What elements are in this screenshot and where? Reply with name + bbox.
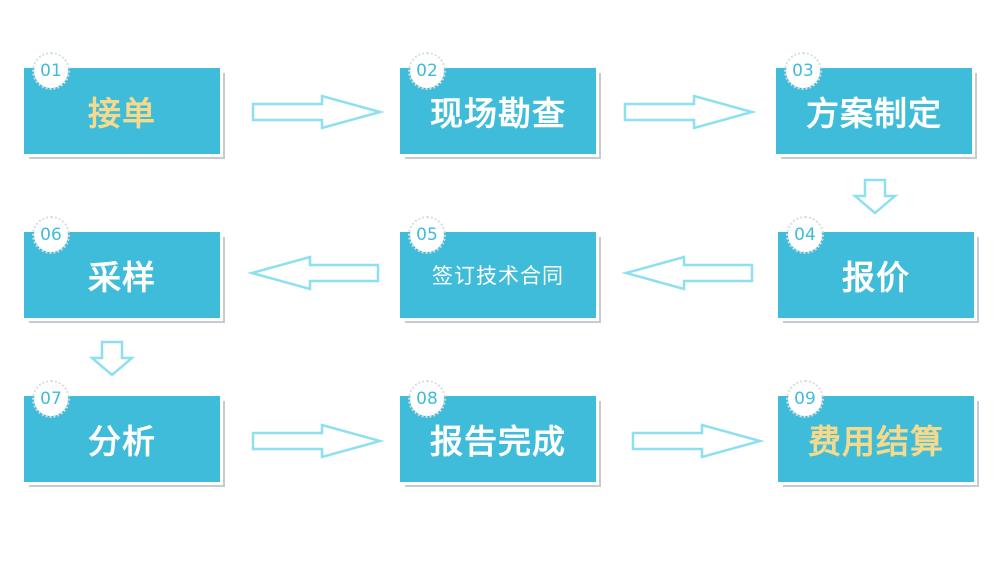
step-03-number-badge: 03 (784, 52, 822, 90)
step-04-label: 报价 (842, 258, 910, 297)
arrow-down-icon (851, 178, 899, 215)
arrow-right-icon (251, 94, 385, 130)
arrow-right-icon (631, 423, 765, 459)
arrow-down-icon (88, 340, 136, 377)
step-08-box: 报告完成 08 (400, 380, 596, 482)
step-09-box: 费用结算 09 (778, 380, 974, 482)
step-04-box: 报价 04 (778, 216, 974, 318)
arrow-left-icon (621, 255, 754, 291)
step-07-box: 分析 07 (24, 380, 220, 482)
step-06-box: 采样 06 (24, 216, 220, 318)
step-06-label: 采样 (88, 258, 156, 297)
step-02-number-badge: 02 (408, 52, 446, 90)
step-02-label: 现场勘查 (430, 94, 566, 133)
step-05-label: 签订技术合同 (432, 264, 564, 288)
step-03-box: 方案制定 03 (776, 52, 972, 154)
step-08-number-badge: 08 (408, 380, 446, 418)
step-07-label: 分析 (88, 422, 156, 461)
step-09-number-badge: 09 (786, 380, 824, 418)
arrow-right-icon (623, 94, 757, 130)
step-03-label: 方案制定 (806, 94, 942, 133)
step-05-number-badge: 05 (408, 216, 446, 254)
step-01-number-badge: 01 (32, 52, 70, 90)
step-05-box: 签订技术合同 05 (400, 216, 596, 318)
arrow-left-icon (247, 255, 380, 291)
step-01-label: 接单 (88, 94, 156, 133)
step-04-number-badge: 04 (786, 216, 824, 254)
step-06-number-badge: 06 (32, 216, 70, 254)
step-08-label: 报告完成 (430, 422, 566, 461)
step-01-box: 接单 01 (24, 52, 220, 154)
step-02-box: 现场勘查 02 (400, 52, 596, 154)
step-07-number-badge: 07 (32, 380, 70, 418)
arrow-right-icon (251, 423, 385, 459)
step-09-label: 费用结算 (808, 422, 944, 461)
